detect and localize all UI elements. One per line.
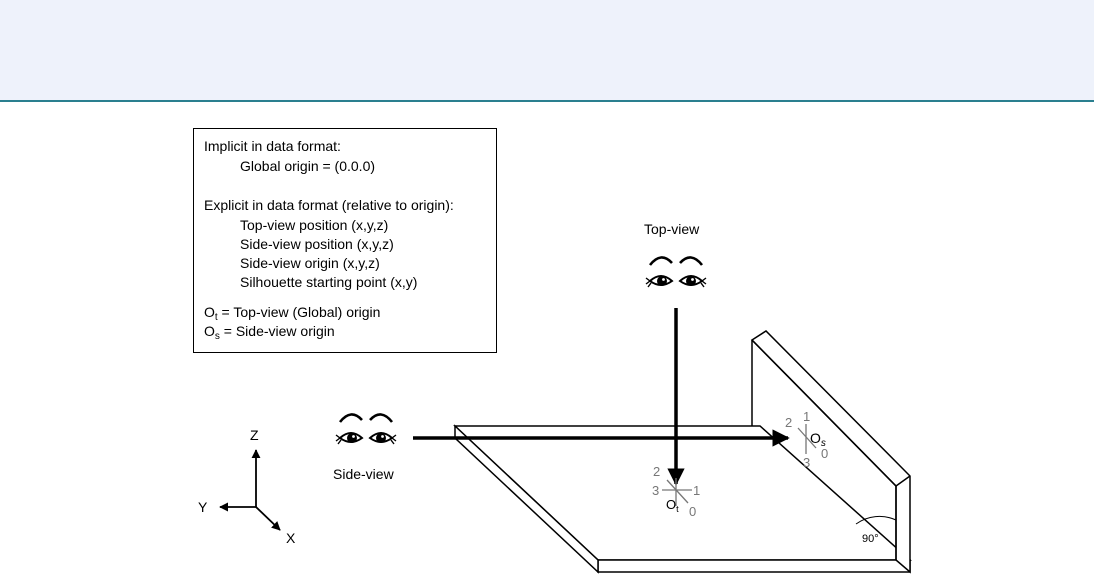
side-origin-n1: 1 bbox=[803, 409, 810, 424]
top-origin-n1: 1 bbox=[693, 483, 700, 498]
ot-description: = Top-view (Global) origin bbox=[217, 304, 381, 320]
top-origin-marker bbox=[662, 478, 692, 506]
top-origin-label: Ot bbox=[666, 497, 679, 514]
explicit-heading: Explicit in data format (relative to ori… bbox=[204, 197, 454, 213]
x-axis-label: X bbox=[286, 530, 296, 546]
explicit-item: Side-view position (x,y,z) bbox=[240, 236, 394, 252]
os-symbol: O bbox=[204, 323, 215, 339]
side-origin-n3: 3 bbox=[803, 455, 810, 470]
header-band bbox=[0, 0, 1094, 102]
ot-definition: Ot = Top-view (Global) origin bbox=[204, 303, 381, 323]
os-definition: Os = Side-view origin bbox=[204, 322, 335, 342]
legend-box: Implicit in data format: Global origin =… bbox=[193, 128, 497, 353]
explicit-item: Silhouette starting point (x,y) bbox=[240, 274, 418, 290]
explicit-item: Top-view position (x,y,z) bbox=[240, 217, 389, 233]
explicit-item: Side-view origin (x,y,z) bbox=[240, 255, 380, 271]
top-view-label: Top-view bbox=[644, 221, 700, 237]
implicit-heading: Implicit in data format: bbox=[204, 138, 341, 154]
ot-subscript: t bbox=[214, 312, 218, 323]
side-origin-n0: 0 bbox=[821, 446, 828, 461]
z-axis-label: Z bbox=[250, 427, 259, 443]
os-subscript: s bbox=[214, 331, 220, 342]
side-origin-n2: 2 bbox=[785, 415, 792, 430]
os-description: = Side-view origin bbox=[219, 323, 335, 339]
top-origin-n3: 3 bbox=[652, 483, 659, 498]
side-view-eyes-icon bbox=[334, 413, 398, 446]
top-origin-n2: 2 bbox=[653, 464, 660, 479]
right-angle-arc bbox=[855, 515, 897, 525]
axis-triad bbox=[219, 449, 281, 531]
top-origin-n0: 0 bbox=[689, 504, 696, 519]
top-view-eyes-icon bbox=[644, 256, 708, 289]
y-axis-label: Y bbox=[198, 499, 208, 515]
floor-plate bbox=[453, 424, 912, 574]
ot-symbol: O bbox=[204, 304, 215, 320]
side-origin-marker bbox=[797, 424, 817, 454]
side-origin-label: Os bbox=[810, 430, 826, 449]
implicit-item: Global origin = (0.0.0) bbox=[240, 158, 376, 174]
side-view-label: Side-view bbox=[333, 466, 395, 482]
side-wall bbox=[750, 330, 911, 574]
angle-label: 90° bbox=[862, 533, 879, 545]
